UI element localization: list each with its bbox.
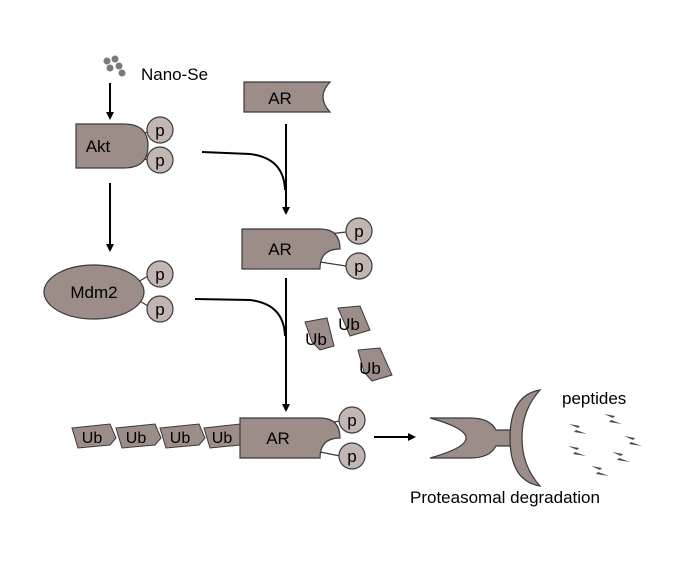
ar-top-label: AR (268, 89, 292, 108)
akt-p2-label: p (155, 151, 164, 170)
ub-chain-2-label: Ub (126, 430, 147, 447)
nano-se-label: Nano-Se (141, 65, 208, 84)
ub-free-2-label: Ub (338, 315, 360, 334)
ar-mid-p1-label: p (354, 222, 363, 241)
ar-mid-phospho-1 (345, 217, 373, 245)
ar-bottom-label: AR (266, 429, 290, 448)
proteasomal-degradation-label: Proteasomal degradation (410, 488, 600, 507)
nano-se-particles (103, 55, 126, 77)
mdm2-phospho-1 (146, 260, 174, 288)
ub-chain-3-label: Ub (170, 430, 191, 447)
ub-free-1-label: Ub (305, 330, 327, 349)
peptide-fragments (568, 414, 642, 476)
ar-bottom-p2-label: p (347, 447, 356, 466)
ar-mid-p2-label: p (354, 257, 363, 276)
peptides-label: peptides (562, 389, 626, 408)
mdm2-phospho-2 (146, 295, 174, 323)
ar-bottom-p1-label: p (347, 411, 356, 430)
proteasome (429, 389, 542, 487)
akt-label: Akt (86, 137, 111, 156)
akt-phospho-1 (146, 116, 174, 144)
akt-phospho-2 (146, 146, 174, 174)
ar-protein-top (243, 81, 332, 113)
mdm2-p2-label: p (155, 300, 164, 319)
ub-free-3-label: Ub (359, 359, 381, 378)
ar-mid-phospho-2 (345, 252, 373, 280)
ar-mid-label: AR (268, 240, 292, 259)
mdm2-label: Mdm2 (70, 283, 117, 302)
akt-p1-label: p (155, 121, 164, 140)
mdm2-protein (43, 260, 174, 323)
free-ubiquitin-tags (304, 305, 393, 382)
ar-protein-phospho (241, 217, 373, 280)
ub-chain-4-label: Ub (212, 430, 233, 447)
ar-bottom-phospho-2 (338, 442, 366, 470)
akt-protein (75, 116, 174, 174)
ubiquitin-chain (71, 423, 247, 449)
ar-protein-ubiquitinated (239, 406, 366, 470)
mdm2-to-ar-connector (194, 298, 286, 337)
akt-to-ar-connector (201, 151, 286, 191)
mdm2-p1-label: p (155, 265, 164, 284)
ar-bottom-phospho-1 (338, 406, 366, 434)
ub-chain-1-label: Ub (82, 430, 103, 447)
